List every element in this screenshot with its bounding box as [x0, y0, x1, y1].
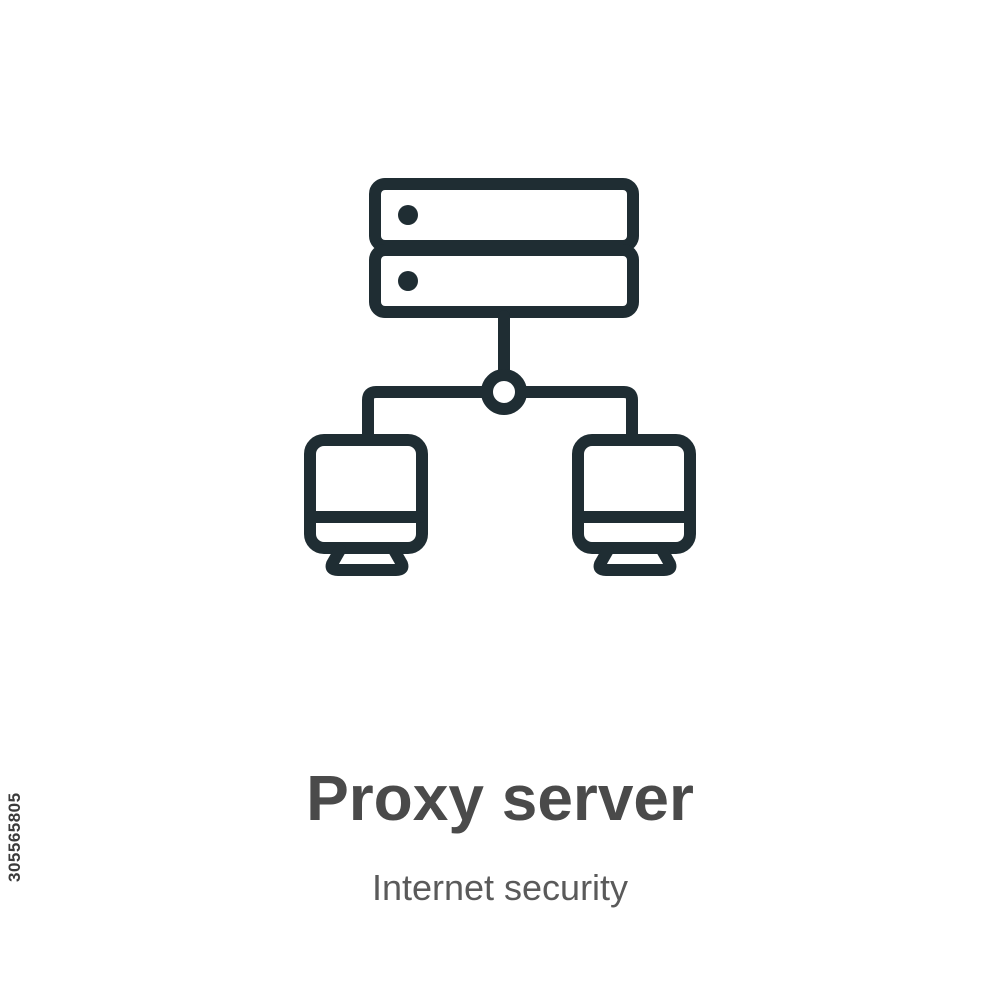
server-led-top: [398, 205, 418, 225]
monitor-left-stand: [325, 544, 409, 576]
stock-image-id: 305565805: [5, 792, 24, 882]
monitor-right-screen: [572, 434, 696, 554]
proxy-server-icon: [290, 170, 710, 590]
monitor-right-stand: [593, 544, 677, 576]
icon-category: Internet security: [371, 867, 629, 908]
server-led-bottom: [398, 271, 418, 291]
monitor-left-screen: [304, 434, 428, 554]
connector-left: [362, 386, 493, 444]
icon-title: Proxy server: [306, 762, 694, 834]
proxy-server-icon-graphic: [304, 178, 696, 576]
connector-right: [515, 386, 638, 444]
